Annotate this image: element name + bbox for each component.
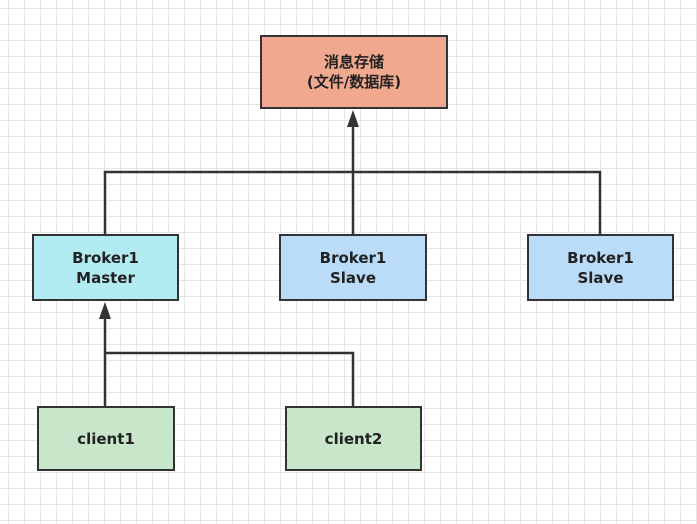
broker-master-node: Broker1 Master: [32, 234, 179, 301]
client1-node: client1: [37, 406, 175, 471]
storage-title: 消息存储: [323, 53, 384, 71]
edge-client2-to-master: [105, 351, 355, 406]
client2-node: client2: [285, 406, 422, 471]
edge-master-to-storage: [103, 170, 353, 234]
broker-role: Slave: [329, 268, 377, 287]
broker-name: Broker1: [72, 248, 139, 267]
broker-role: Master: [76, 268, 135, 287]
broker-name: Broker1: [567, 248, 634, 267]
arrowhead-storage: [347, 110, 359, 127]
broker-name: Broker1: [319, 248, 387, 267]
broker-slave-node-2: Broker1 Slave: [527, 234, 674, 301]
edge-slave2-to-storage: [353, 170, 602, 234]
storage-subtitle: (文件/数据库): [306, 73, 402, 91]
client-label: client2: [324, 429, 383, 448]
message-storage-node: 消息存储 (文件/数据库): [260, 35, 448, 109]
broker-role: Slave: [577, 268, 624, 287]
broker-slave-node-1: Broker1 Slave: [279, 234, 427, 301]
arrowhead-master: [99, 302, 111, 319]
client-label: client1: [77, 429, 135, 448]
